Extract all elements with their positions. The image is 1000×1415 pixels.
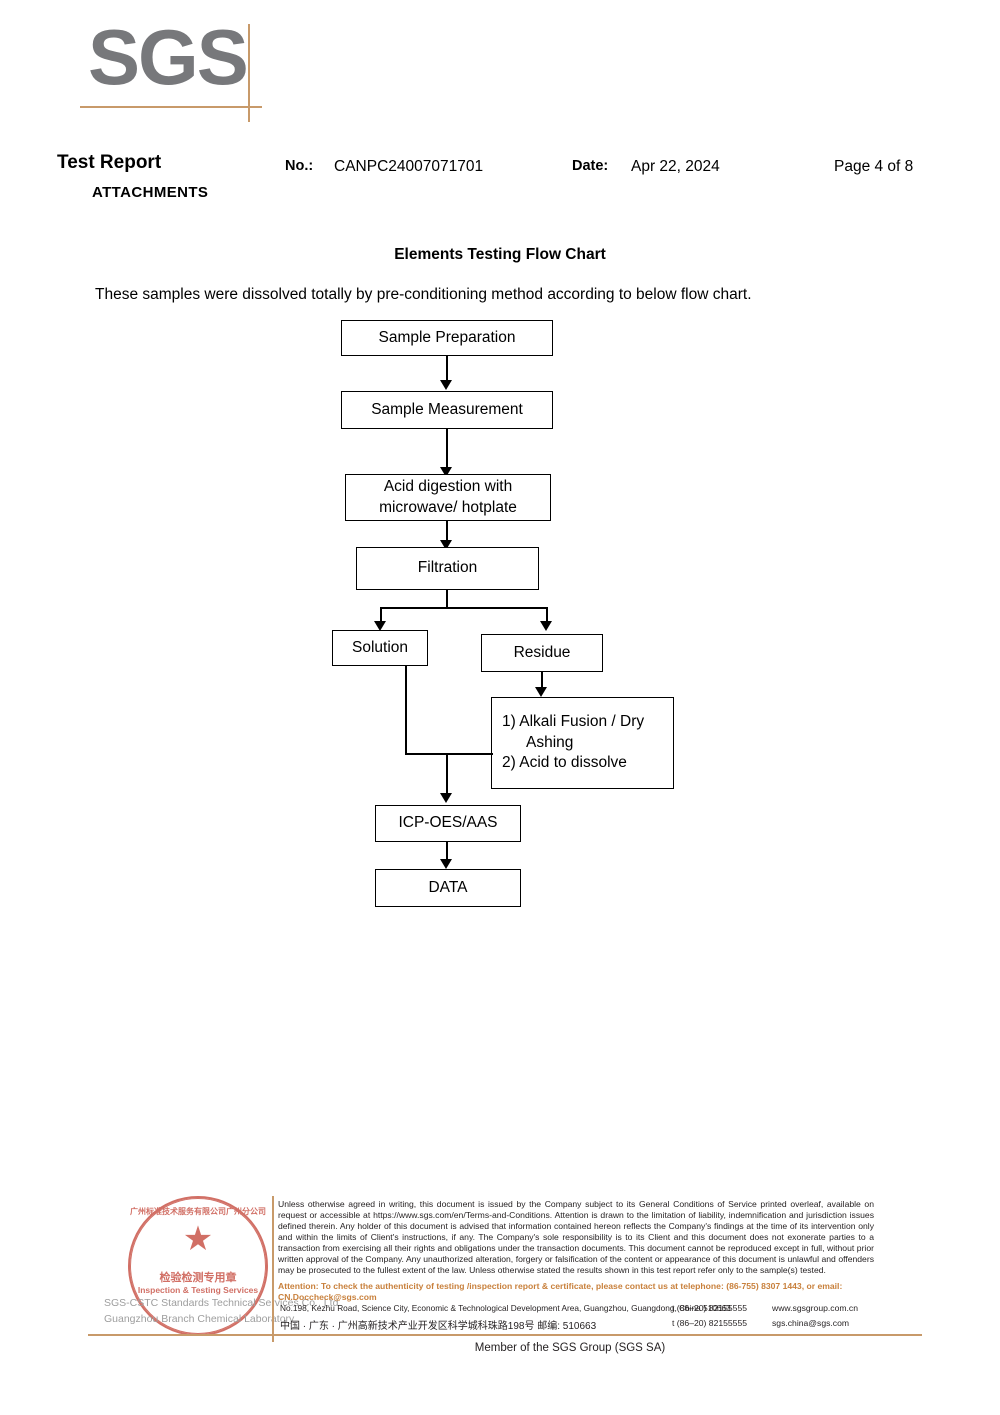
footer-rule-left: [88, 1334, 272, 1336]
footer-rule-right: [272, 1334, 922, 1336]
flow-node-label: Sample Preparation: [378, 328, 516, 346]
address-chinese: 中国 · 广东 · 广州高新技术产业开发区科学城科珠路198号 邮编: 5106…: [280, 1321, 597, 1332]
stamp-inner-ring: [130, 1198, 266, 1334]
flow-node-label-line2: microwave/ hotplate: [379, 498, 517, 516]
flow-node-residue: Residue: [481, 634, 603, 672]
flow-node-solution: Solution: [332, 630, 428, 666]
edge-filtration-split-bar: [380, 607, 548, 609]
attention-notice: Attention: To check the authenticity of …: [278, 1281, 843, 1303]
report-no-label: No.:: [285, 158, 314, 174]
edge-junction-to-icp-arrow: [440, 793, 452, 803]
intro-paragraph: These samples were dissolved totally by …: [95, 286, 752, 303]
flow-node-label: Residue: [513, 643, 571, 661]
flow-node-label-line1: 1) Alkali Fusion / Dry: [502, 712, 645, 730]
lab-name-line2: Guangzhou Branch Chemical Laboratory: [104, 1313, 295, 1325]
edge-measure-to-digest-arrow: [440, 467, 452, 477]
stamp-arc-top-text: 广州标准技术服务有限公司广州分公司: [130, 1207, 266, 1217]
edge-residue-to-alkali-arrow: [535, 687, 547, 697]
edge-prep-to-measure-line: [446, 356, 448, 382]
flow-node-alkali-fusion: 1) Alkali Fusion / Dry Ashing 2) Acid to…: [491, 697, 674, 789]
flow-node-icp-oes-aas: ICP-OES/AAS: [375, 805, 521, 842]
flow-node-label-line3: 2) Acid to dissolve: [502, 754, 627, 772]
flow-node-filtration: Filtration: [356, 547, 539, 590]
flow-node-label: Solution: [351, 638, 408, 656]
flow-node-label: DATA: [428, 878, 468, 896]
flow-node-label: Filtration: [417, 559, 478, 577]
inspection-stamp-icon: 广州标准技术服务有限公司广州分公司 ★ 检验检测专用章 Inspection &…: [128, 1196, 268, 1336]
flow-node-label-line2: Ashing: [526, 733, 574, 751]
logo-vertical-rule: [248, 24, 250, 122]
address-english: No.198, Kezhu Road, Science City, Econom…: [280, 1303, 731, 1313]
edge-icp-to-data-arrow: [440, 859, 452, 869]
report-date-value: Apr 22, 2024: [631, 158, 720, 175]
edge-digest-to-filtration-arrow: [440, 540, 452, 550]
edge-digest-to-filtration-line: [446, 521, 448, 547]
section-title: Elements Testing Flow Chart: [394, 246, 606, 263]
report-date-label: Date:: [572, 158, 609, 174]
footer-vertical-divider: [272, 1196, 274, 1342]
edge-residue-to-alkali-line: [541, 672, 543, 692]
edge-filtration-to-residue-arrow: [540, 621, 552, 631]
sgs-logo-text: SGS: [88, 13, 249, 101]
telephone-2: t (86–20) 82155555: [672, 1318, 748, 1328]
telephone-1: t (86–20) 82155555: [672, 1303, 748, 1313]
star-icon: ★: [182, 1219, 214, 1258]
edge-junction-bar: [405, 753, 493, 755]
edge-solution-down-line: [405, 666, 407, 754]
flow-node-label-line1: Acid digestion with: [383, 477, 513, 495]
page-number: Page 4 of 8: [834, 158, 914, 175]
flow-node-data: DATA: [375, 869, 521, 907]
page-title: Test Report: [57, 152, 162, 173]
stamp-chinese-text: 检验检测专用章: [159, 1271, 237, 1284]
edge-filtration-to-solution-line: [380, 607, 382, 625]
edge-icp-to-data-line: [446, 842, 448, 865]
edge-measure-to-digest-line: [446, 429, 448, 469]
email-link[interactable]: sgs.china@sgs.com: [772, 1318, 850, 1328]
edge-junction-to-icp-line: [446, 753, 448, 797]
flow-node-sample-preparation: Sample Preparation: [341, 320, 553, 356]
flow-node-acid-digestion: Acid digestion with microwave/ hotplate: [345, 474, 551, 521]
edge-filtration-to-solution-arrow: [374, 621, 386, 631]
sgs-logo: SGS: [80, 18, 268, 124]
stamp-english-text: Inspection & Testing Services: [137, 1285, 259, 1296]
flow-node-label: ICP-OES/AAS: [398, 814, 498, 832]
disclaimer-text: Unless otherwise agreed in writing, this…: [278, 1199, 874, 1275]
page-subtitle: ATTACHMENTS: [92, 184, 209, 201]
logo-horizontal-rule: [80, 106, 262, 108]
member-notice: Member of the SGS Group (SGS SA): [474, 1342, 666, 1354]
edge-filtration-to-residue-line: [546, 607, 548, 625]
flow-node-sample-measurement: Sample Measurement: [341, 391, 553, 429]
report-no-value: CANPC24007071701: [334, 158, 484, 175]
website-link[interactable]: www.sgsgroup.com.cn: [772, 1303, 858, 1313]
flow-node-label: Sample Measurement: [371, 400, 523, 418]
lab-name-line1: SGS-CSTC Standards Technical Services Co…: [104, 1297, 342, 1309]
edge-filtration-split-stem: [446, 590, 448, 608]
edge-prep-to-measure-arrow: [440, 380, 452, 390]
